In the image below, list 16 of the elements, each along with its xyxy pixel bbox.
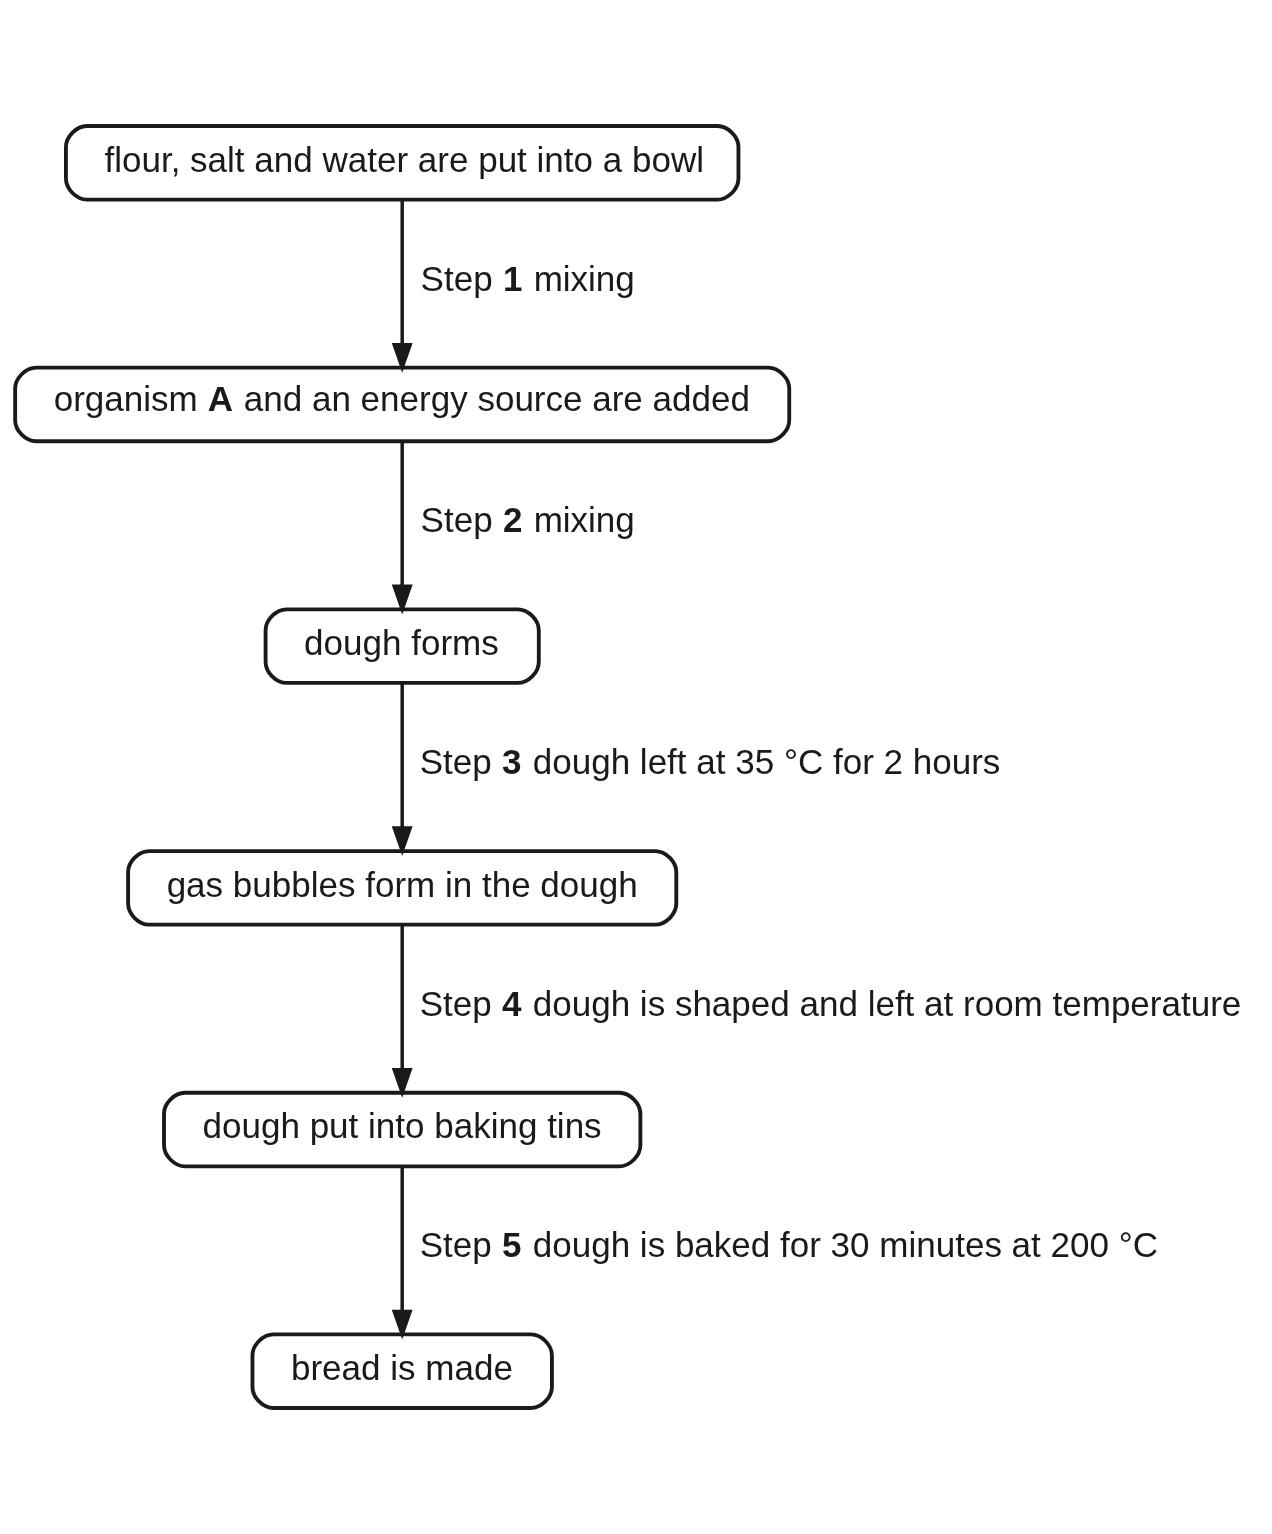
node-box: organism A and an energy source are added	[13, 365, 792, 444]
edge-label: Step 4 dough is shaped and left at room temperature	[419, 983, 1242, 1023]
node-box: dough forms	[263, 607, 541, 685]
edge-label: Step 1 mixing	[420, 258, 635, 298]
arrow	[391, 1166, 413, 1340]
edge-label: Step 2 mixing	[420, 500, 635, 540]
edge-label: Step 5 dough is baked for 30 minutes at 200 °C	[419, 1225, 1158, 1265]
node-box: bread is made	[250, 1332, 554, 1410]
arrow	[391, 199, 413, 373]
edge-label: Step 3 dough left at 35 °C for 2 hours	[419, 742, 1001, 782]
arrow	[391, 924, 413, 1098]
node-box: dough put into baking tins	[162, 1090, 643, 1169]
arrow	[391, 683, 413, 857]
node-box: gas bubbles form in the dough	[126, 849, 679, 927]
arrow	[391, 441, 413, 615]
node-box: flour, salt and water are put into a bowl	[64, 124, 741, 202]
